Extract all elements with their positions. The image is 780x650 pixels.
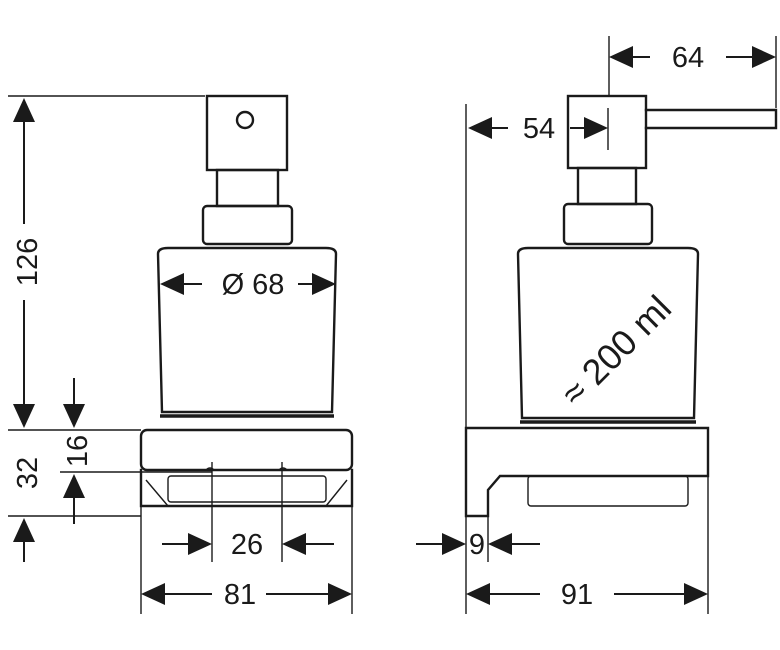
dim-diameter-label: Ø 68 — [222, 269, 285, 301]
dim-16-label: 16 — [62, 435, 94, 467]
dim-64-label: 64 — [672, 42, 704, 74]
dim-81-label: 81 — [224, 579, 256, 611]
dim-front-width — [140, 506, 353, 614]
side-tray — [527, 475, 689, 507]
dim-side-depth — [466, 476, 709, 614]
side-pump-stem — [576, 166, 638, 206]
dim-91-label: 91 — [561, 579, 593, 611]
side-view — [464, 94, 778, 518]
dim-9-label: 9 — [469, 529, 485, 561]
dim-pump-reach — [608, 36, 777, 108]
front-pump-stem — [215, 168, 280, 208]
front-tray-marks — [205, 467, 288, 471]
dim-diameter — [160, 273, 336, 295]
dim-total-height — [8, 95, 205, 428]
front-collar — [201, 204, 294, 246]
side-pump-head — [566, 94, 648, 170]
front-holder-body — [139, 468, 354, 508]
side-collar — [562, 202, 654, 246]
front-view — [139, 94, 354, 508]
dim-26-label: 26 — [231, 529, 263, 561]
capacity-label: ≈ 200 ml — [553, 287, 679, 413]
dim-tray-width — [162, 462, 334, 562]
front-tray — [167, 475, 327, 503]
dim-tray-offset — [63, 378, 85, 524]
dim-wall-plate — [416, 516, 540, 614]
dim-base-height — [13, 518, 35, 562]
front-pump-hole — [235, 110, 255, 130]
front-holder-chamfer-left — [145, 479, 169, 507]
front-pump-head — [205, 94, 289, 172]
front-bottle — [156, 246, 338, 414]
dim-32-label: 32 — [12, 457, 44, 489]
dim-126-label: 126 — [12, 238, 44, 286]
front-holder-chamfer-right — [325, 479, 348, 507]
dim-54-label: 54 — [523, 113, 555, 145]
side-bottle — [516, 246, 700, 420]
side-holder — [464, 426, 710, 518]
side-pump-nozzle — [644, 108, 778, 130]
front-holder-top — [139, 428, 354, 472]
dim-body-offset — [468, 108, 609, 150]
